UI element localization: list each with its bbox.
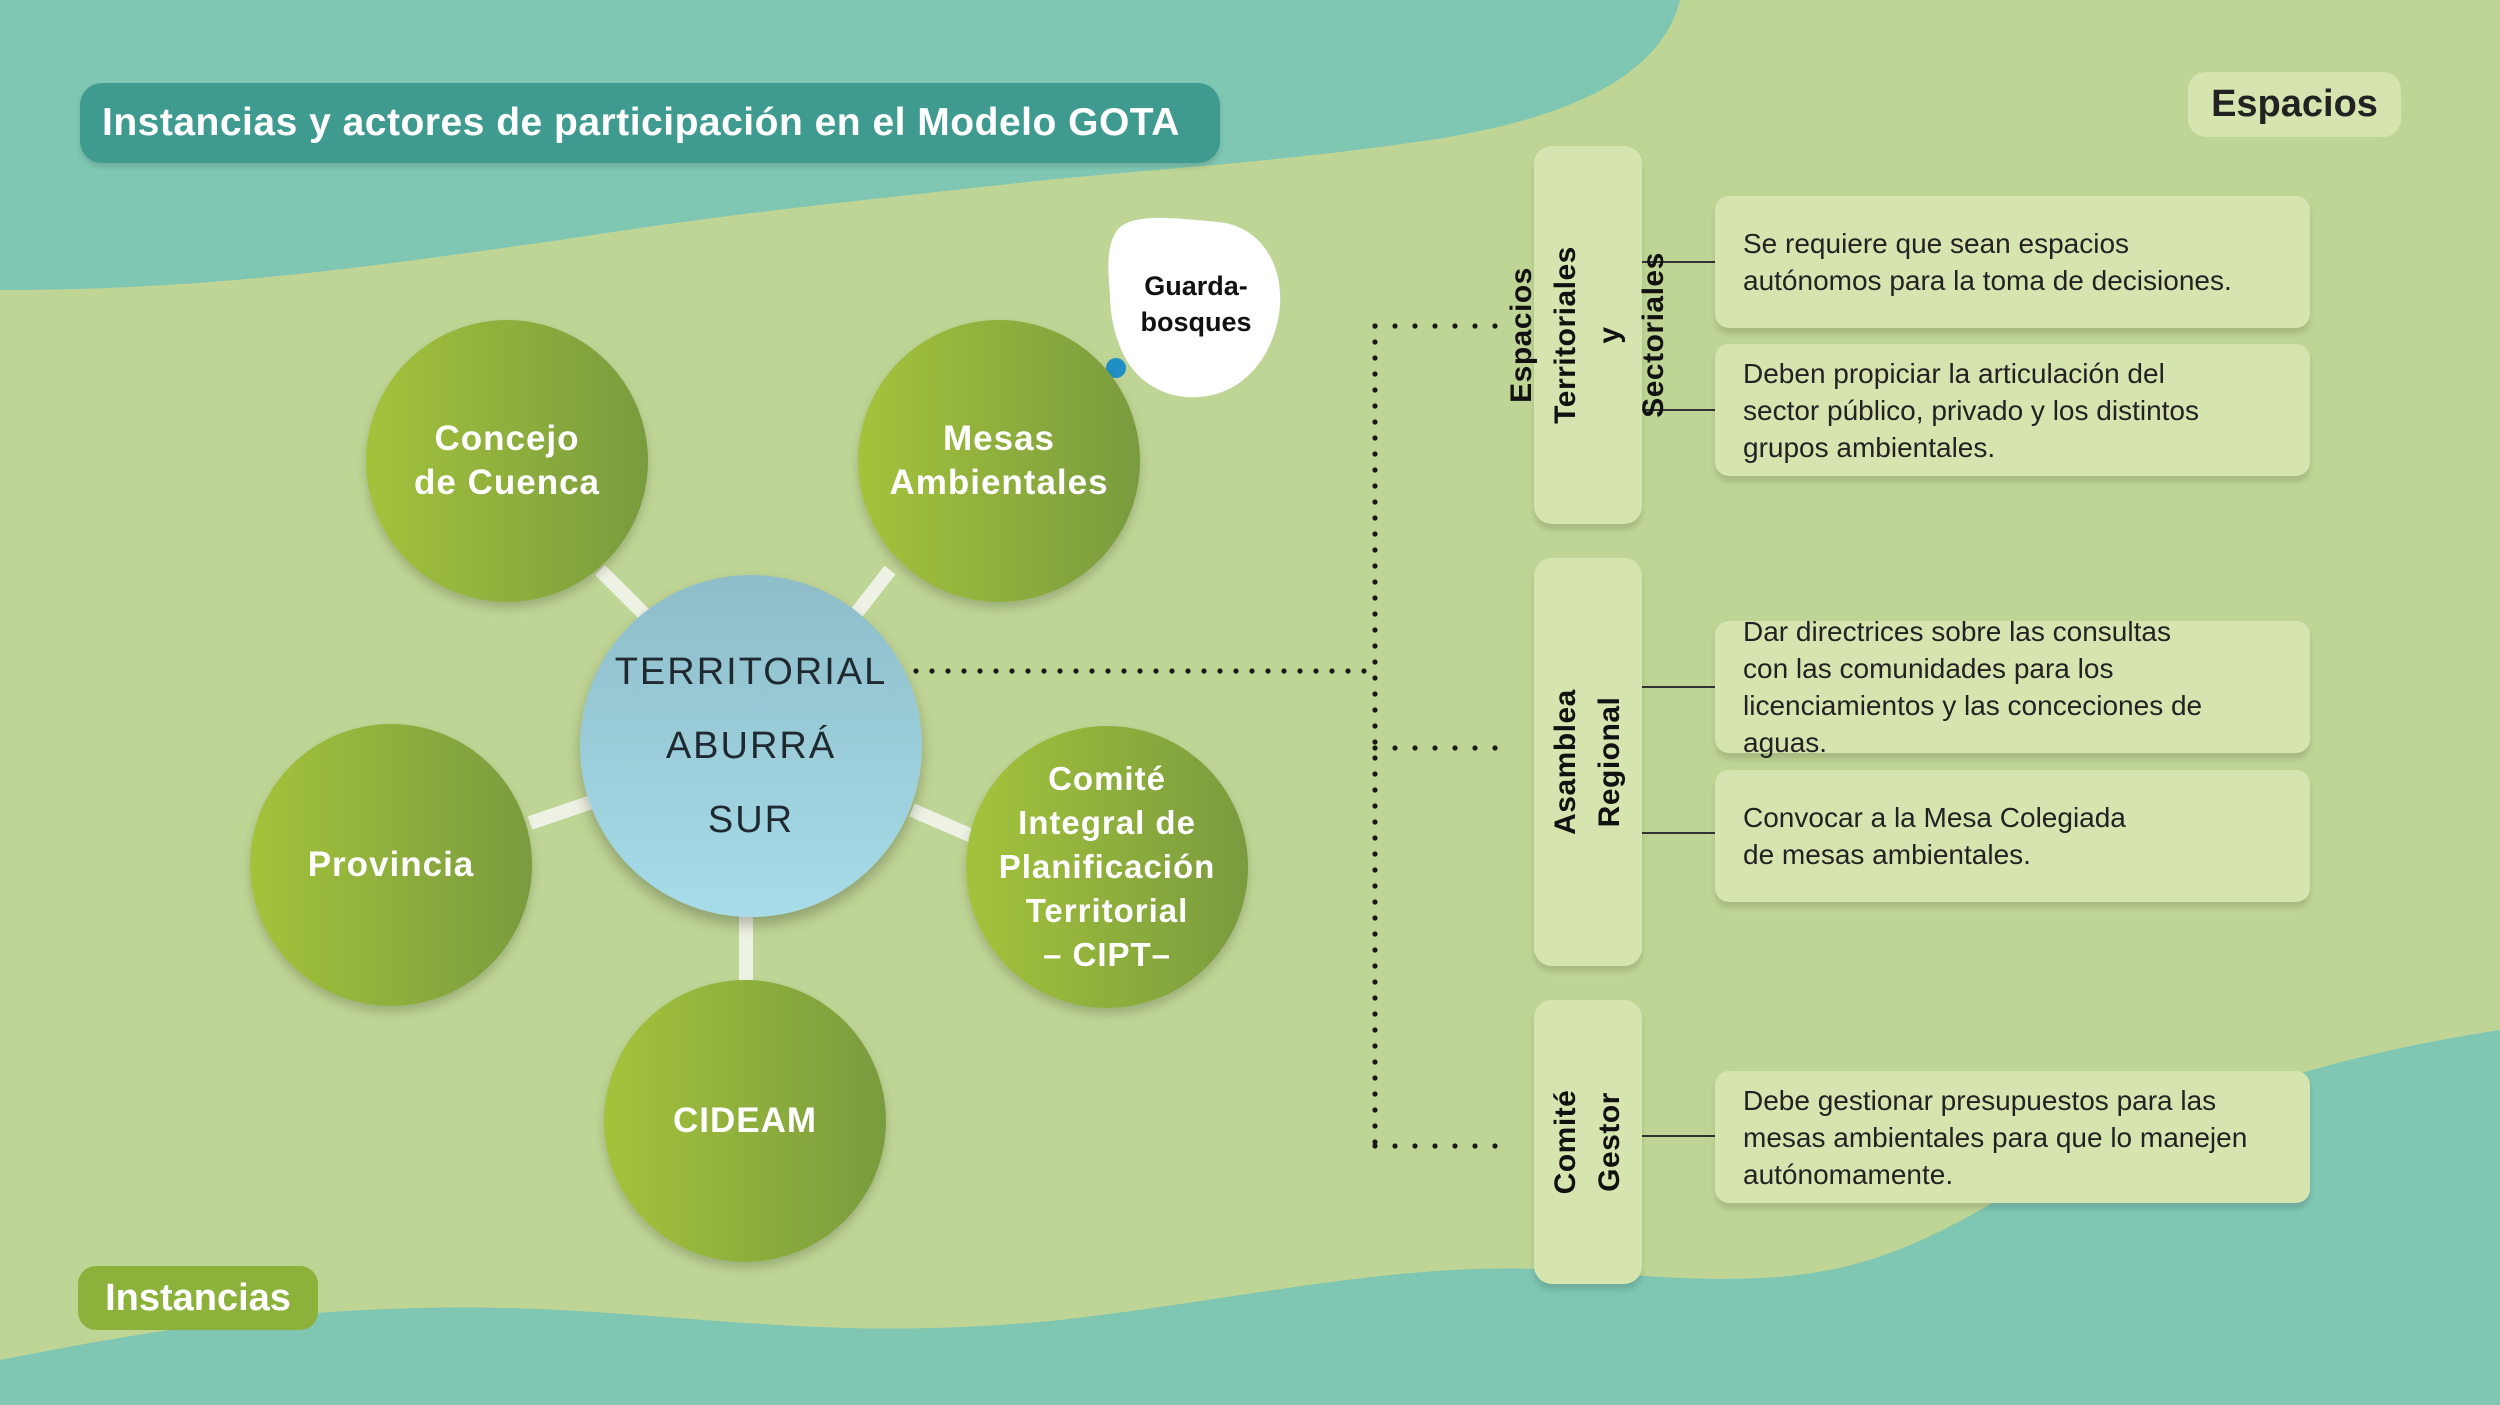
card-espacios-item-1: Se requiere que sean espacios autónomos … [1715,196,2310,328]
center-node-label: TERRITORIAL ABURRÁ SUR [614,651,888,841]
espacios-label: Espacios [2188,72,2401,137]
node-concejo-de-cuenca: Concejo de Cuenca [366,320,648,602]
dotted-connectors [913,323,1498,1149]
card-comite-item-1: Debe gestionar presupuestos para las mes… [1715,1071,2310,1203]
tab-asamblea-regional-label: Asamblea Regional [1549,689,1626,835]
instancias-label: Instancias [78,1266,318,1330]
card-asamblea-item-2: Convocar a la Mesa Colegiada de mesas am… [1715,770,2310,902]
node-mesas-ambientales: Mesas Ambientales [858,320,1140,602]
node-concejo-label: Concejo de Cuenca [414,419,600,502]
tab-asamblea-regional: Asamblea Regional [1534,558,1642,966]
center-node-territorial: TERRITORIAL ABURRÁ SUR [580,575,922,917]
tab-comite-gestor-label: Comité Gestor [1549,1089,1626,1195]
card-connectors [1642,261,1715,1137]
tab-comite-gestor: Comité Gestor [1534,1000,1642,1284]
node-provincia: Provincia [250,724,532,1006]
tab-espacios-territoriales-label: Espacios Territoriales y Sectoriales [1505,246,1670,424]
node-mesas-label: Mesas Ambientales [889,419,1109,502]
connector-lines [527,565,975,980]
node-cideam-label: CIDEAM [672,1101,818,1140]
node-cideam: CIDEAM [604,980,886,1262]
card-espacios-item-2: Deben propiciar la articulación del sect… [1715,344,2310,476]
bottom-wave [0,1030,2500,1405]
page-title: Instancias y actores de participación en… [80,83,1220,163]
node-cipt: Comité Integral de Planificación Territo… [966,726,1248,1008]
guardabosques-label: Guarda- bosques [1140,271,1252,337]
card-asamblea-item-1: Dar directrices sobre las consultas con … [1715,616,2310,758]
bubble-pin [1106,358,1126,378]
node-cipt-label: Comité Integral de Planificación Territo… [998,760,1216,973]
guardabosques-bubble [1108,217,1281,398]
node-provincia-label: Provincia [307,845,475,884]
tab-espacios-territoriales: Espacios Territoriales y Sectoriales [1505,146,1670,524]
